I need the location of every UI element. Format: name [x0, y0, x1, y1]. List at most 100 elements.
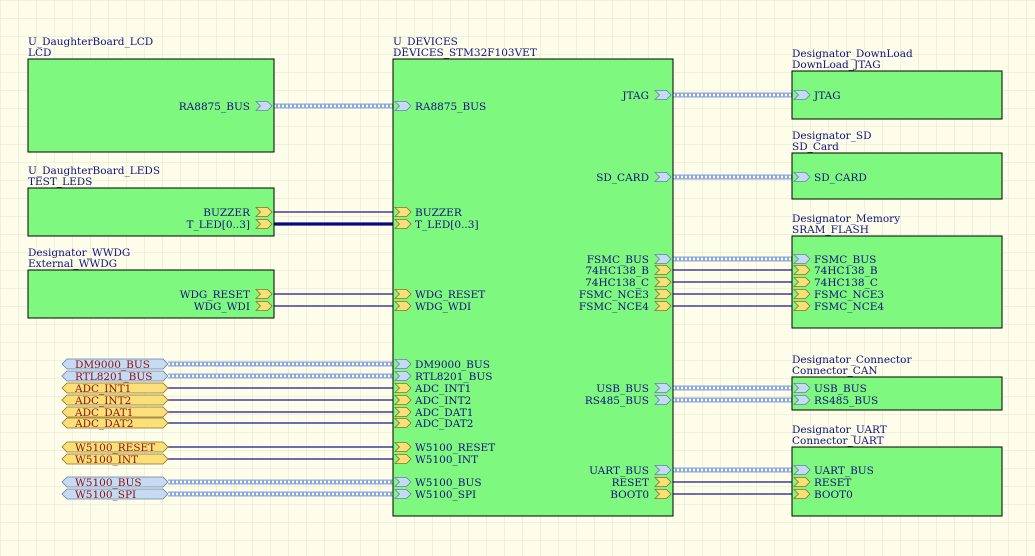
sheet-symbol-devices[interactable] — [392, 58, 674, 517]
sheet-symbol-can[interactable] — [791, 376, 1003, 411]
sheet-filename-can: Connector_CAN — [792, 365, 878, 377]
sheet-entry-devices-r-fsmc-nce4[interactable] — [654, 301, 672, 311]
net-port-adc-int2[interactable] — [61, 394, 169, 406]
sheet-entry-label-devices-r-boot0: BOOT0 — [610, 489, 649, 501]
net-port-label-adc-dat1: ADC_DAT1 — [74, 407, 133, 419]
sheet-filename-uart: Connector_UART — [792, 435, 884, 447]
sheet-entry-devices-ra8875-bus[interactable] — [394, 101, 412, 111]
sheet-entry-devices-dm9000-bus[interactable] — [394, 359, 412, 369]
sheet-entry-devices-wdg-reset[interactable] — [394, 289, 412, 299]
net-port-adc-dat1[interactable] — [61, 406, 169, 418]
sheet-entry-leds-t-led-0-3[interactable] — [255, 219, 273, 229]
net-port-w5100-bus[interactable] — [61, 476, 169, 488]
net-port-w5100-spi[interactable] — [61, 488, 169, 500]
sheet-symbol-uart[interactable] — [791, 446, 1003, 517]
sheet-entry-devices-w5100-spi[interactable] — [394, 489, 412, 499]
sheet-entry-wwdg-wdg-reset[interactable] — [255, 289, 273, 299]
sheet-entry-devices-wdg-wdi[interactable] — [394, 301, 412, 311]
sheet-entry-can-rs485-bus[interactable] — [793, 395, 811, 405]
sheet-entry-label-devices-adc-int2: ADC_INT2 — [414, 395, 471, 407]
sheet-filename-leds: TEST_LEDS — [28, 176, 92, 188]
sheet-symbol-sd[interactable] — [791, 152, 1003, 200]
sheet-entry-memory-fsmc-bus[interactable] — [793, 254, 811, 264]
sheet-symbol-leds[interactable] — [27, 187, 275, 237]
sheet-entry-leds-buzzer[interactable] — [255, 207, 273, 217]
sheet-entry-uart-boot0[interactable] — [793, 489, 811, 499]
sheet-entry-label-devices-w5100-bus: W5100_BUS — [415, 477, 482, 489]
sheet-entry-label-download-jtag: JTAG — [813, 90, 841, 102]
sheet-entry-label-memory-fsmc-bus: FSMC_BUS — [814, 254, 876, 266]
sheet-entry-devices-r-fsmc-bus[interactable] — [654, 254, 672, 264]
net-port-w5100-reset[interactable] — [61, 441, 169, 453]
sheet-entry-devices-r-fsmc-nce3[interactable] — [654, 289, 672, 299]
sheet-entry-devices-r-rs485-bus[interactable] — [654, 395, 672, 405]
sheet-filename-sd: SD_Card — [792, 141, 839, 153]
sheet-designator-wwdg: Designator_WWDG — [28, 247, 130, 259]
net-port-rtl8201-bus[interactable] — [61, 370, 169, 382]
sheet-entry-devices-w5100-int[interactable] — [394, 454, 412, 464]
sheet-designator-devices: U_DEVICES — [393, 36, 458, 48]
net-port-adc-dat2[interactable] — [61, 417, 169, 429]
sheet-entry-memory-fsmc-nce3[interactable] — [793, 289, 811, 299]
sheet-entry-memory-74hc138-c[interactable] — [793, 277, 811, 287]
sheet-entry-devices-adc-dat1[interactable] — [394, 407, 412, 417]
sheet-entry-devices-r-74hc138-c[interactable] — [654, 277, 672, 287]
sheet-entry-devices-r-uart-bus[interactable] — [654, 465, 672, 475]
sheet-entry-label-devices-r-reset: RESET — [612, 477, 649, 489]
sheet-symbol-wwdg[interactable] — [27, 269, 275, 319]
sheet-entry-download-jtag[interactable] — [793, 90, 811, 100]
sheet-entry-devices-w5100-reset[interactable] — [394, 442, 412, 452]
sheet-entry-sd-sd-card[interactable] — [793, 172, 811, 182]
net-port-dm9000-bus[interactable] — [61, 358, 169, 370]
sheet-entry-memory-fsmc-nce4[interactable] — [793, 301, 811, 311]
sheet-symbol-memory[interactable] — [791, 235, 1003, 329]
sheet-entry-can-usb-bus[interactable] — [793, 383, 811, 393]
sheet-entry-devices-adc-int2[interactable] — [394, 395, 412, 405]
sheet-symbol-lcd[interactable] — [27, 58, 275, 153]
sheet-entry-label-devices-r-sd-card: SD_CARD — [596, 172, 649, 184]
sheet-entry-devices-r-boot0[interactable] — [654, 489, 672, 499]
sheet-entry-label-can-rs485-bus: RS485_BUS — [814, 395, 878, 407]
sheet-entry-devices-t-led-0-3[interactable] — [394, 219, 412, 229]
sheet-entry-uart-uart-bus[interactable] — [793, 465, 811, 475]
sheet-entry-wwdg-wdg-wdi[interactable] — [255, 301, 273, 311]
sheet-entry-label-devices-r-rs485-bus: RS485_BUS — [585, 395, 649, 407]
sheet-entry-label-devices-r-fsmc-bus: FSMC_BUS — [587, 254, 649, 266]
sheet-designator-can: Designator_Connector — [792, 354, 912, 366]
net-port-label-w5100-spi: W5100_SPI — [75, 489, 136, 501]
sheet-designator-sd: Designator_SD — [792, 130, 872, 142]
sheet-entry-devices-r-jtag[interactable] — [654, 90, 672, 100]
sheet-entry-label-devices-r-uart-bus: UART_BUS — [589, 465, 649, 477]
net-port-w5100-int[interactable] — [61, 453, 169, 465]
sheet-entry-devices-r-74hc138-b[interactable] — [654, 265, 672, 275]
sheet-entry-memory-74hc138-b[interactable] — [793, 265, 811, 275]
sheet-symbol-download[interactable] — [791, 70, 1003, 120]
sheet-entry-devices-adc-int1[interactable] — [394, 383, 412, 393]
sheet-entry-label-leds-t-led-0-3: T_LED[0..3] — [186, 219, 250, 231]
sheet-entry-devices-r-usb-bus[interactable] — [654, 383, 672, 393]
sheet-entry-devices-r-sd-card[interactable] — [654, 172, 672, 182]
net-port-label-dm9000-bus: DM9000_BUS — [75, 359, 150, 371]
sheet-entry-devices-w5100-bus[interactable] — [394, 477, 412, 487]
sheet-entry-label-wwdg-wdg-reset: WDG_RESET — [180, 289, 250, 301]
sheet-entry-label-devices-adc-dat1: ADC_DAT1 — [414, 407, 473, 419]
sheet-entry-label-devices-adc-dat2: ADC_DAT2 — [414, 418, 473, 430]
net-port-adc-int1[interactable] — [61, 382, 169, 394]
sheet-entry-label-devices-dm9000-bus: DM9000_BUS — [415, 359, 490, 371]
sheet-entry-label-devices-w5100-reset: W5100_RESET — [415, 442, 495, 454]
sheet-filename-devices: DEVICES_STM32F103VET — [393, 47, 537, 59]
sheet-entry-label-uart-uart-bus: UART_BUS — [814, 465, 874, 477]
net-port-label-adc-dat2: ADC_DAT2 — [74, 418, 133, 430]
wires-layer — [168, 92, 792, 497]
sheet-entry-label-devices-wdg-wdi: WDG_WDI — [415, 301, 471, 313]
sheet-entry-label-devices-r-fsmc-nce4: FSMC_NCE4 — [579, 301, 649, 313]
sheet-entry-lcd-ra8875-bus[interactable] — [255, 101, 273, 111]
sheet-entry-devices-adc-dat2[interactable] — [394, 418, 412, 428]
sheet-entry-devices-buzzer[interactable] — [394, 207, 412, 217]
sheet-entry-label-memory-74hc138-c: 74HC138_C — [814, 277, 878, 289]
sheet-entry-devices-r-reset[interactable] — [654, 477, 672, 487]
sheet-entry-uart-reset[interactable] — [793, 477, 811, 487]
sheet-entry-devices-rtl8201-bus[interactable] — [394, 371, 412, 381]
sheet-entry-label-devices-r-74hc138-b: 74HC138_B — [585, 265, 649, 277]
sheet-entry-label-devices-r-usb-bus: USB_BUS — [596, 383, 649, 395]
